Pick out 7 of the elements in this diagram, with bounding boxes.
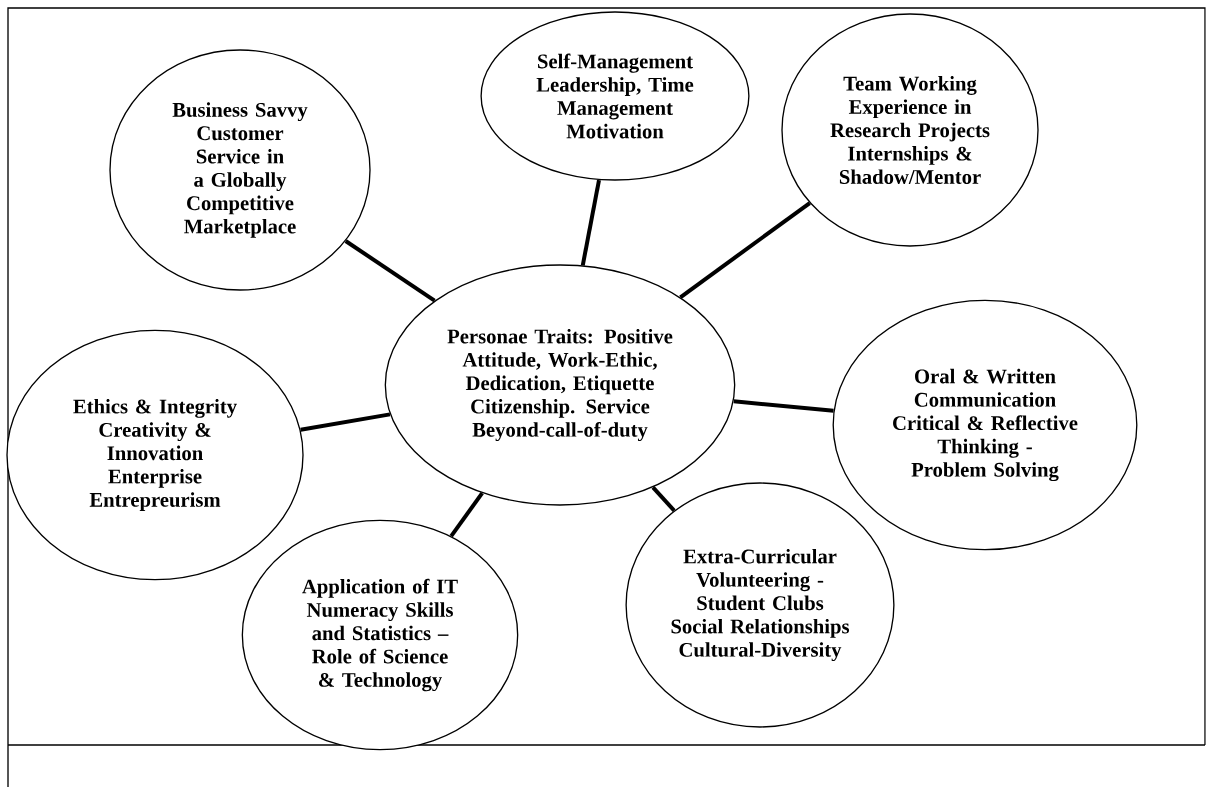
connector-line <box>344 239 436 303</box>
connector-line <box>679 201 811 299</box>
connector-line <box>651 485 676 512</box>
connector-line <box>733 399 834 413</box>
connector-line <box>449 491 484 538</box>
connector-line <box>300 412 391 432</box>
connector-line <box>580 179 601 266</box>
